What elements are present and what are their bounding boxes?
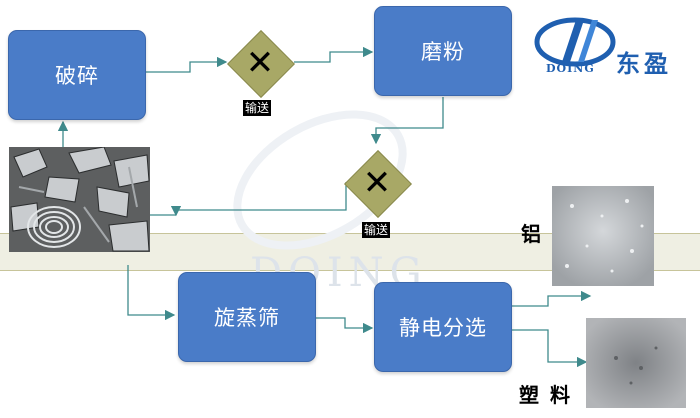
plastic-powder-photo bbox=[586, 318, 686, 408]
arrow-separate-to-plastic bbox=[512, 329, 588, 368]
arrow-conveyor1-to-grind bbox=[294, 46, 374, 63]
process-box-separate: 静电分选 bbox=[374, 282, 512, 372]
watermark-logo bbox=[233, 110, 407, 250]
brand-name-cn: 东盈 bbox=[616, 50, 672, 78]
arrow-grind-to-conveyor2 bbox=[370, 97, 444, 145]
brand-logo-icon bbox=[534, 17, 616, 67]
arrow-conveyor2-to-screen bbox=[170, 182, 347, 217]
plastic-texture bbox=[586, 318, 686, 408]
conveyor-label-2: 输送 bbox=[362, 222, 391, 238]
arrow-separate-to-aluminum bbox=[512, 290, 592, 307]
process-box-grind: 磨粉 bbox=[374, 6, 512, 96]
arrow-screen-to-separate bbox=[316, 317, 374, 334]
arrow-loop-to-screen bbox=[127, 265, 176, 321]
brand-name-en: DOING bbox=[546, 62, 595, 75]
conveyor-x-icon-1: ✕ bbox=[245, 43, 275, 83]
aluminum-texture bbox=[552, 186, 654, 286]
output-label-aluminum: 铝 bbox=[521, 222, 543, 246]
scrap-material-photo bbox=[9, 147, 150, 252]
process-box-crush: 破碎 bbox=[8, 30, 146, 120]
conveyor-label-1: 输送 bbox=[243, 100, 272, 116]
conveyor-x-icon-2: ✕ bbox=[362, 163, 392, 203]
aluminum-powder-photo bbox=[552, 186, 654, 286]
arrow-crush-to-conveyor1 bbox=[146, 56, 228, 73]
scrap-photo-drawing bbox=[9, 147, 150, 252]
process-box-screen: 旋蒸筛 bbox=[178, 272, 316, 362]
output-label-plastic: 塑 料 bbox=[519, 383, 572, 407]
